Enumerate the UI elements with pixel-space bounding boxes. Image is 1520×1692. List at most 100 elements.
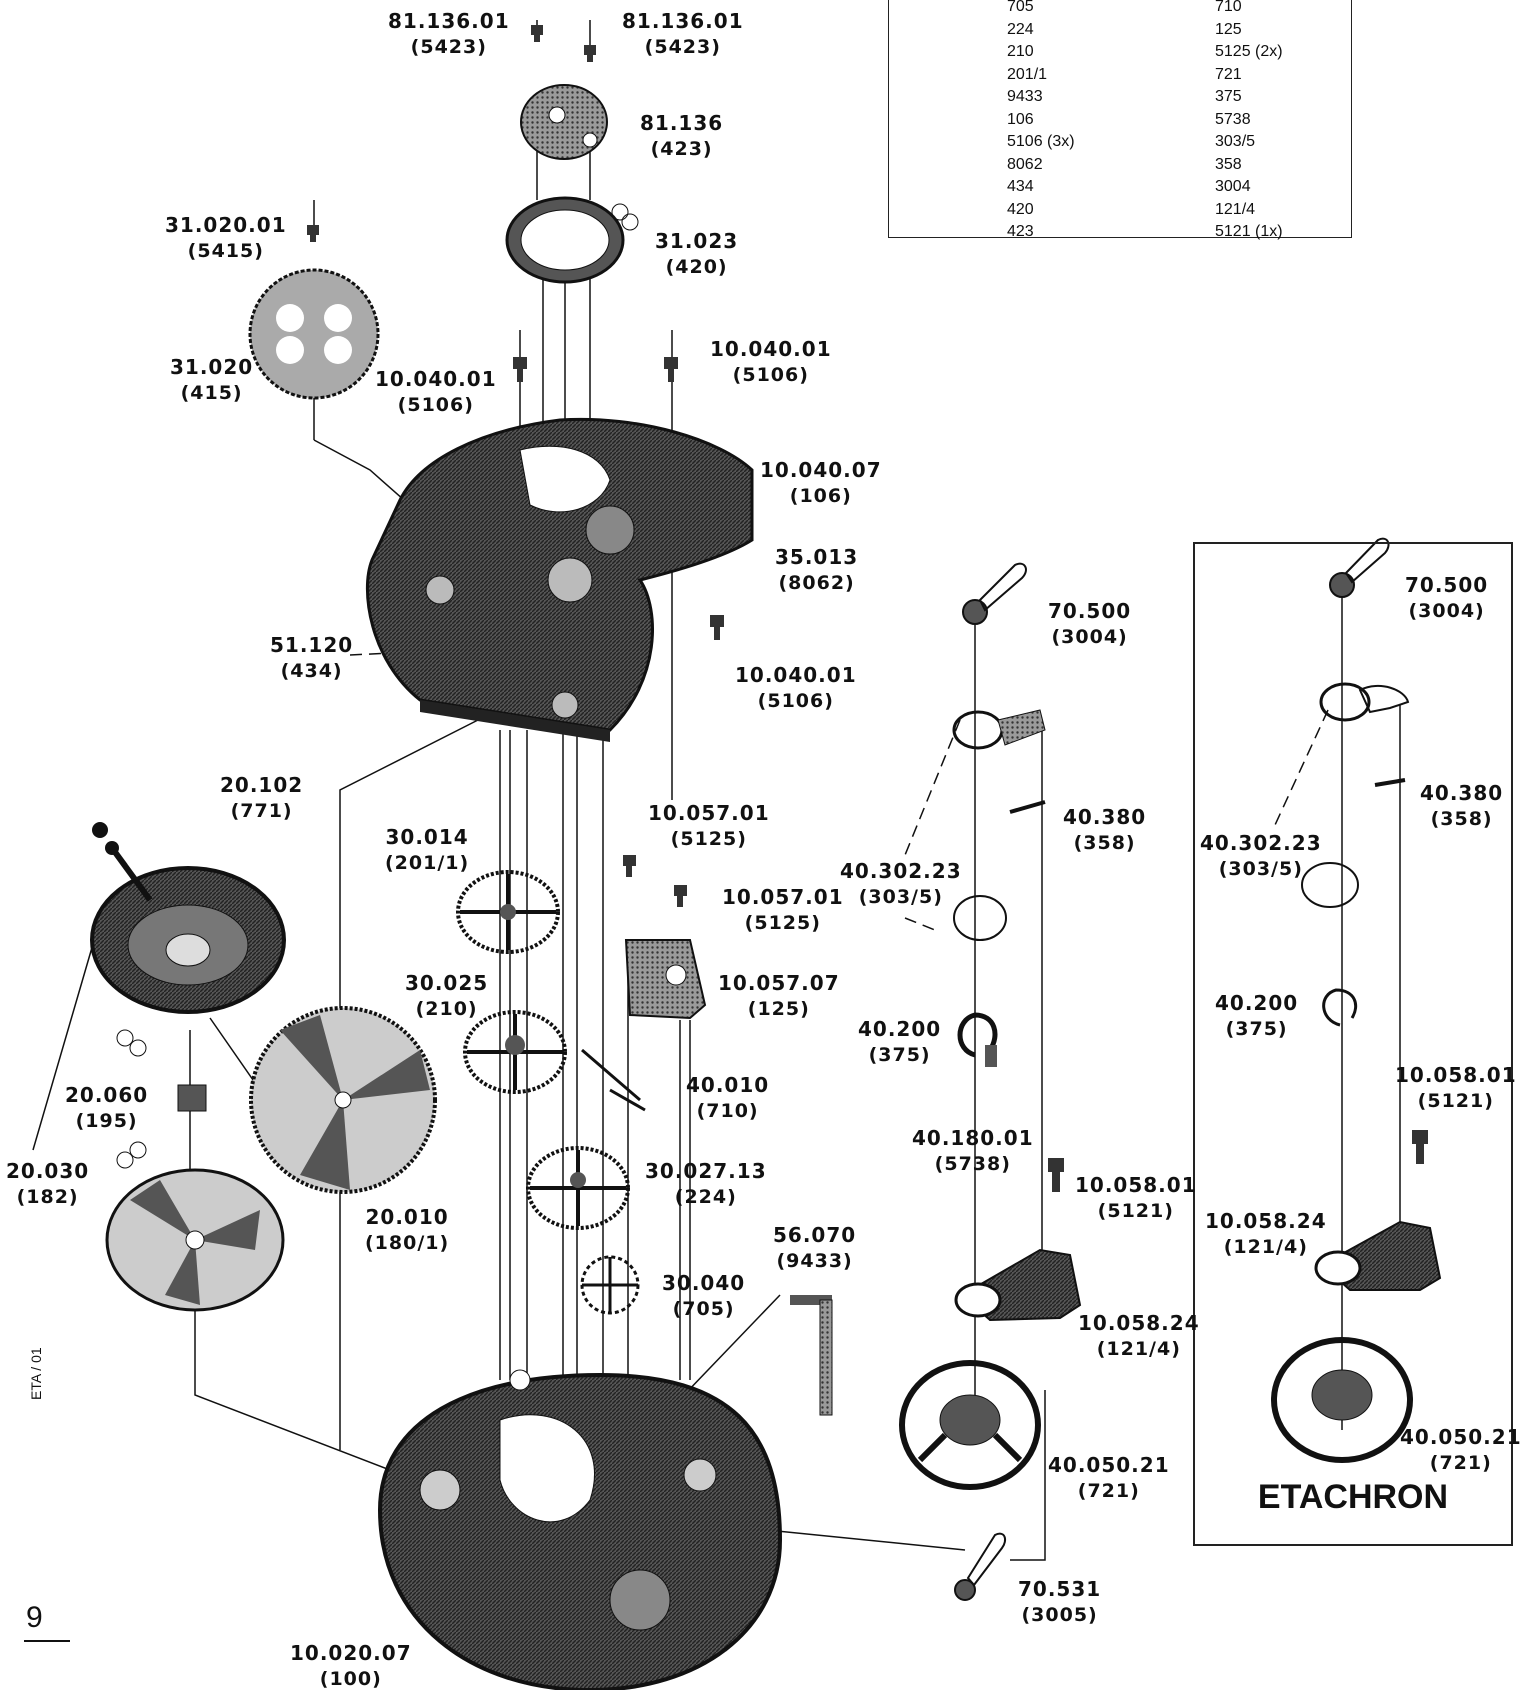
table-cell: 721 — [1215, 65, 1242, 83]
screw-10-040-01-a — [513, 357, 527, 382]
part-number: 81.136.01 — [622, 9, 744, 33]
part-label-56-070: 56.070 (9433) — [773, 1222, 856, 1274]
part-code: (434) — [280, 660, 343, 682]
part-code: (5106) — [397, 394, 474, 416]
screw-40-380 — [1009, 800, 1046, 814]
part-number: 10.057.07 — [718, 971, 840, 995]
part-number: 70.500 — [1048, 599, 1132, 623]
pallet-40-010 — [581, 1048, 646, 1112]
part-code: (705) — [672, 1298, 735, 1320]
screw-10-057-01-b — [674, 885, 687, 907]
part-code: (710) — [696, 1100, 759, 1122]
part-label-40-010: 40.010(710) — [686, 1072, 769, 1124]
part-label-40-302-23: 40.302.23(303/5) — [840, 858, 962, 910]
screw-10-040-01-c — [710, 615, 724, 640]
part-number: 10.058.01 — [1075, 1173, 1197, 1197]
etachron-regulator — [1301, 682, 1410, 1027]
regulator-40-302-23 — [952, 709, 1046, 941]
table-col-2: 710 125 5125 (2x) 721 375 5738 303/5 358… — [1215, 0, 1283, 244]
part-number: 30.040 — [662, 1271, 746, 1295]
part-number: 10.040.07 — [760, 458, 882, 482]
ring-31-023 — [505, 196, 639, 284]
part-code: (201/1) — [385, 852, 470, 874]
part-code: (3004) — [1051, 626, 1128, 648]
table-cell: 5106 (3x) — [1007, 133, 1075, 150]
balance-40-050-21 — [899, 1360, 1041, 1490]
table-cell: 5121 (1x) — [1215, 223, 1283, 240]
part-label-30-025: 30.025 (210) — [405, 970, 488, 1022]
table-cell: 423 — [1007, 223, 1034, 240]
etachron-screw-10-058-01 — [1412, 1130, 1428, 1164]
part-label-51-120: 51.120(434) — [270, 632, 353, 684]
ring-40-200 — [957, 1012, 998, 1067]
stud-70-500 — [962, 562, 1027, 625]
table-cell: 303/5 — [1215, 133, 1256, 150]
part-label-20-030: 20.030(182) — [6, 1158, 89, 1210]
table-cell: 8062 — [1007, 155, 1043, 173]
part-label-10-040-01-a: 10.040.01(5106) — [375, 366, 497, 418]
part-label-10-057-07: 10.057.07(125) — [718, 970, 840, 1022]
etachron-cock-10-058-24 — [1314, 1220, 1442, 1291]
part-number: 10.058.24 — [1078, 1311, 1200, 1335]
etachron-brand: ETACHRON — [1257, 1478, 1449, 1516]
part-code: (100) — [319, 1668, 382, 1690]
part-label-35-013: 35.013(8062) — [775, 544, 858, 596]
part-number: 56.070 — [773, 1223, 857, 1247]
part-label-30-027-13: 30.027.13(224) — [645, 1158, 767, 1210]
etachron-label-40-380: 40.380 (358) — [1420, 780, 1503, 832]
wheel-30-025 — [463, 1010, 567, 1094]
side-code: ETA / 01 — [28, 1347, 44, 1400]
click-20-060 — [116, 1029, 207, 1169]
part-code: (224) — [674, 1186, 737, 1208]
part-code: (5423) — [410, 36, 487, 58]
plate-81-136 — [520, 84, 608, 160]
part-code: (358) — [1430, 808, 1493, 830]
part-number: 20.060 — [65, 1083, 149, 1107]
main-plate-10-020-07 — [377, 1369, 783, 1690]
screw-10-040-01-b — [664, 357, 678, 382]
table-cell: 224 — [1007, 20, 1034, 38]
etachron-label-40-200: 40.200(375) — [1215, 990, 1298, 1042]
dashed-lines — [349, 651, 1329, 931]
escape-wheel-30-040 — [580, 1255, 640, 1315]
screw-10-057-01-a — [623, 855, 636, 877]
table-cell: 420 — [1007, 200, 1034, 218]
part-number: 30.025 — [405, 971, 489, 995]
part-code: (303/5) — [858, 886, 943, 908]
table-cell: 710 — [1215, 0, 1242, 15]
part-number: 40.050.21 — [1048, 1453, 1170, 1477]
etachron-label-70-500: 70.500(3004) — [1405, 572, 1488, 624]
wheel-30-027-13 — [526, 1146, 630, 1230]
bridge-10-057-07 — [624, 939, 707, 1020]
wheel-20-030 — [105, 1168, 285, 1312]
etachron-balance-40-050-21 — [1271, 1337, 1413, 1463]
part-code: (210) — [415, 998, 478, 1020]
part-number: 10.058.01 — [1395, 1063, 1517, 1087]
part-number: 35.013 — [775, 545, 859, 569]
part-number: 40.380 — [1420, 781, 1504, 805]
part-label-10-040-07: 10.040.07(106) — [760, 457, 882, 509]
part-label-31-023: 31.023(420) — [655, 228, 738, 280]
part-code: (195) — [75, 1110, 138, 1132]
table-cell: 201/1 — [1007, 65, 1048, 83]
part-label-40-050-21: 40.050.21(721) — [1048, 1452, 1170, 1504]
part-number: 10.020.07 — [290, 1641, 412, 1665]
table-cell: 3004 — [1215, 178, 1251, 195]
part-number: 10.040.01 — [735, 663, 857, 687]
part-label-81-136: 81.136(423) — [640, 110, 723, 162]
table-cell: 121/4 — [1215, 200, 1256, 218]
part-label-10-058-24: 10.058.24(121/4) — [1078, 1310, 1200, 1362]
part-code: (5125) — [670, 828, 747, 850]
part-label-10-057-01-a: 10.057.01(5125) — [648, 800, 770, 852]
part-label-20-010: 20.010(180/1) — [365, 1204, 449, 1256]
part-code: (182) — [16, 1186, 79, 1208]
part-number: 81.136 — [640, 111, 724, 135]
part-number: 10.057.01 — [722, 885, 844, 909]
part-label-70-500: 70.500 (3004) — [1048, 598, 1131, 650]
part-label-81-136-01-left: 81.136.01(5423) — [388, 8, 510, 60]
part-code: (9433) — [776, 1250, 853, 1272]
table-cell: 358 — [1215, 155, 1242, 173]
wheel-20-010 — [249, 1006, 437, 1194]
table-cell: 5738 — [1215, 110, 1251, 128]
